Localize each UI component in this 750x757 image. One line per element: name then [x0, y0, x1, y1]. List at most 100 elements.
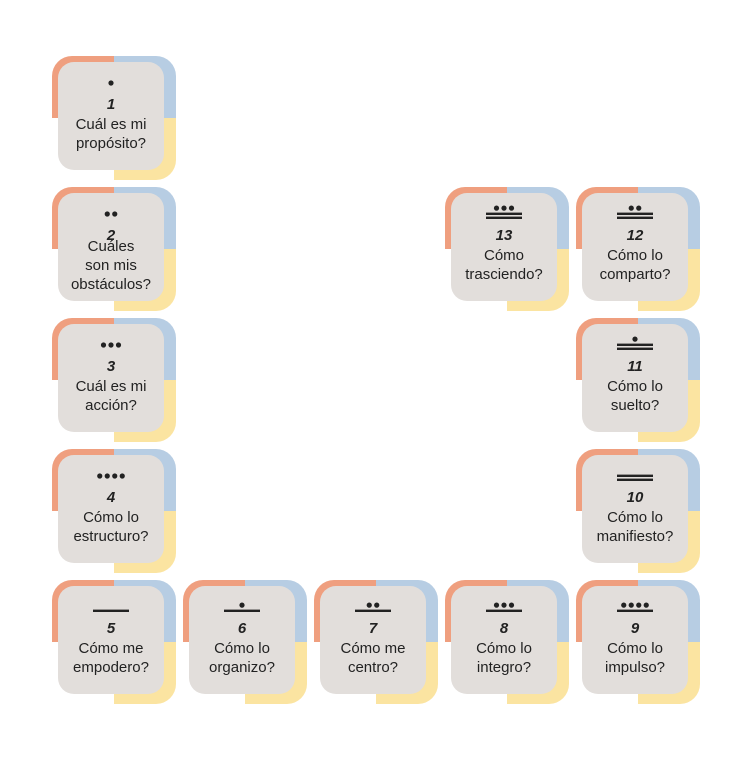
card-question: Cómo trasciendo?: [465, 247, 543, 283]
numeral-bar: [617, 216, 653, 219]
numeral-dot: [501, 205, 507, 211]
maya-numeral-icon: [486, 205, 522, 219]
numeral-dot: [501, 602, 507, 608]
card-number: 11: [627, 358, 643, 375]
card-11: 11 Cómo lo suelto?: [576, 318, 700, 442]
card-question: Cómo lo impulso?: [604, 640, 666, 676]
card-body: 11 Cómo lo suelto?: [582, 324, 688, 432]
card-number: 5: [106, 620, 116, 637]
card-number: 13: [495, 227, 513, 244]
maya-numeral-icon: [617, 205, 653, 219]
card-1: 1 Cuál es mi propósito?: [52, 56, 176, 180]
maya-numeral-icon: [224, 602, 260, 612]
card-number: 1: [106, 96, 116, 113]
numeral-bar: [617, 212, 653, 215]
numeral-dot: [621, 602, 627, 608]
card-body: 7 Cómo me centro?: [320, 586, 426, 694]
card-question: Cómo lo comparto?: [599, 247, 671, 283]
card-number: 6: [237, 620, 247, 637]
maya-numeral-icon: [617, 474, 653, 481]
numeral-bar: [486, 609, 522, 612]
card-6: 6 Cómo lo organizo?: [183, 580, 307, 704]
numeral-dot: [366, 602, 372, 608]
card-number: 9: [630, 620, 640, 637]
maya-numeral-icon: [97, 473, 125, 479]
numeral-dot: [493, 602, 500, 608]
maya-numeral-icon: [93, 609, 129, 612]
card-13: 13 Cómo trasciendo?: [445, 187, 569, 311]
card-3: 3 Cuál es mi acción?: [52, 318, 176, 442]
numeral-bar: [617, 347, 653, 350]
numeral-dot: [636, 602, 642, 608]
numeral-bar: [93, 609, 129, 612]
numeral-bar: [224, 609, 260, 612]
numeral-dot: [104, 211, 110, 217]
card-number: 7: [368, 620, 378, 637]
card-body: 1 Cuál es mi propósito?: [58, 62, 164, 170]
card-question: Cuál es mi acción?: [75, 378, 147, 414]
card-question: Cómo lo manifiesto?: [596, 509, 674, 545]
card-4: 4 Cómo lo estructuro?: [52, 449, 176, 573]
numeral-bar: [486, 212, 522, 215]
numeral-dot: [112, 211, 118, 217]
card-8: 8 Cómo lo integro?: [445, 580, 569, 704]
numeral-dot: [108, 80, 114, 86]
card-number: 4: [106, 489, 116, 506]
card-number: 8: [499, 620, 509, 637]
numeral-dot: [115, 342, 122, 348]
numeral-bar: [486, 216, 522, 219]
maya-numeral-icon: [617, 602, 653, 612]
numeral-bar: [617, 474, 653, 477]
card-body: 8 Cómo lo integro?: [451, 586, 557, 694]
numeral-dot: [628, 602, 634, 608]
card-question: Cómo lo organizo?: [209, 640, 275, 676]
numeral-dot: [632, 336, 638, 342]
maya-numeral-icon: [104, 211, 118, 217]
numeral-dot: [493, 205, 500, 211]
numeral-dot: [239, 602, 245, 608]
card-body: 6 Cómo lo organizo?: [189, 586, 295, 694]
numeral-dot: [643, 602, 649, 608]
maya-numeral-icon: [355, 602, 391, 612]
numeral-bar: [617, 343, 653, 346]
card-number: 12: [626, 227, 644, 244]
card-body: 9 Cómo lo impulso?: [582, 586, 688, 694]
card-number: 10: [626, 489, 644, 506]
card-body: 12 Cómo lo comparto?: [582, 193, 688, 301]
card-9: 9 Cómo lo impulso?: [576, 580, 700, 704]
numeral-dot: [628, 205, 634, 211]
numeral-dot: [374, 602, 380, 608]
card-body: 5 Cómo me empodero?: [58, 586, 164, 694]
numeral-dot: [97, 473, 103, 479]
card-body: 2 Cuáles son mis obstáculos?: [58, 193, 164, 301]
card-5: 5 Cómo me empodero?: [52, 580, 176, 704]
card-7: 7 Cómo me centro?: [314, 580, 438, 704]
card-question: Cuál es mi propósito?: [75, 116, 147, 152]
card-question: Cómo lo integro?: [476, 640, 532, 676]
card-2: 2 Cuáles son mis obstáculos?: [52, 187, 176, 311]
numeral-bar: [617, 478, 653, 481]
card-question: Cómo me empodero?: [73, 640, 149, 676]
card-12: 12 Cómo lo comparto?: [576, 187, 700, 311]
card-question: Cómo lo estructuro?: [73, 509, 149, 545]
numeral-dot: [508, 205, 515, 211]
maya-numeral-icon: [100, 342, 122, 348]
card-body: 13 Cómo trasciendo?: [451, 193, 557, 301]
numeral-bar: [355, 609, 391, 612]
numeral-dot: [119, 473, 125, 479]
card-body: 3 Cuál es mi acción?: [58, 324, 164, 432]
card-body: 10 Cómo lo manifiesto?: [582, 455, 688, 563]
card-10: 10 Cómo lo manifiesto?: [576, 449, 700, 573]
numeral-dot: [108, 342, 114, 348]
card-number: 3: [106, 358, 116, 375]
numeral-dot: [100, 342, 107, 348]
card-question: Cuáles son mis obstáculos?: [70, 238, 152, 293]
maya-numeral-icon: [486, 602, 522, 612]
card-question: Cómo me centro?: [340, 640, 406, 676]
numeral-dot: [508, 602, 515, 608]
card-body: 4 Cómo lo estructuro?: [58, 455, 164, 563]
numeral-dot: [104, 473, 110, 479]
maya-numeral-icon: [108, 80, 114, 86]
card-number: 2: [106, 227, 116, 244]
numeral-dot: [112, 473, 118, 479]
